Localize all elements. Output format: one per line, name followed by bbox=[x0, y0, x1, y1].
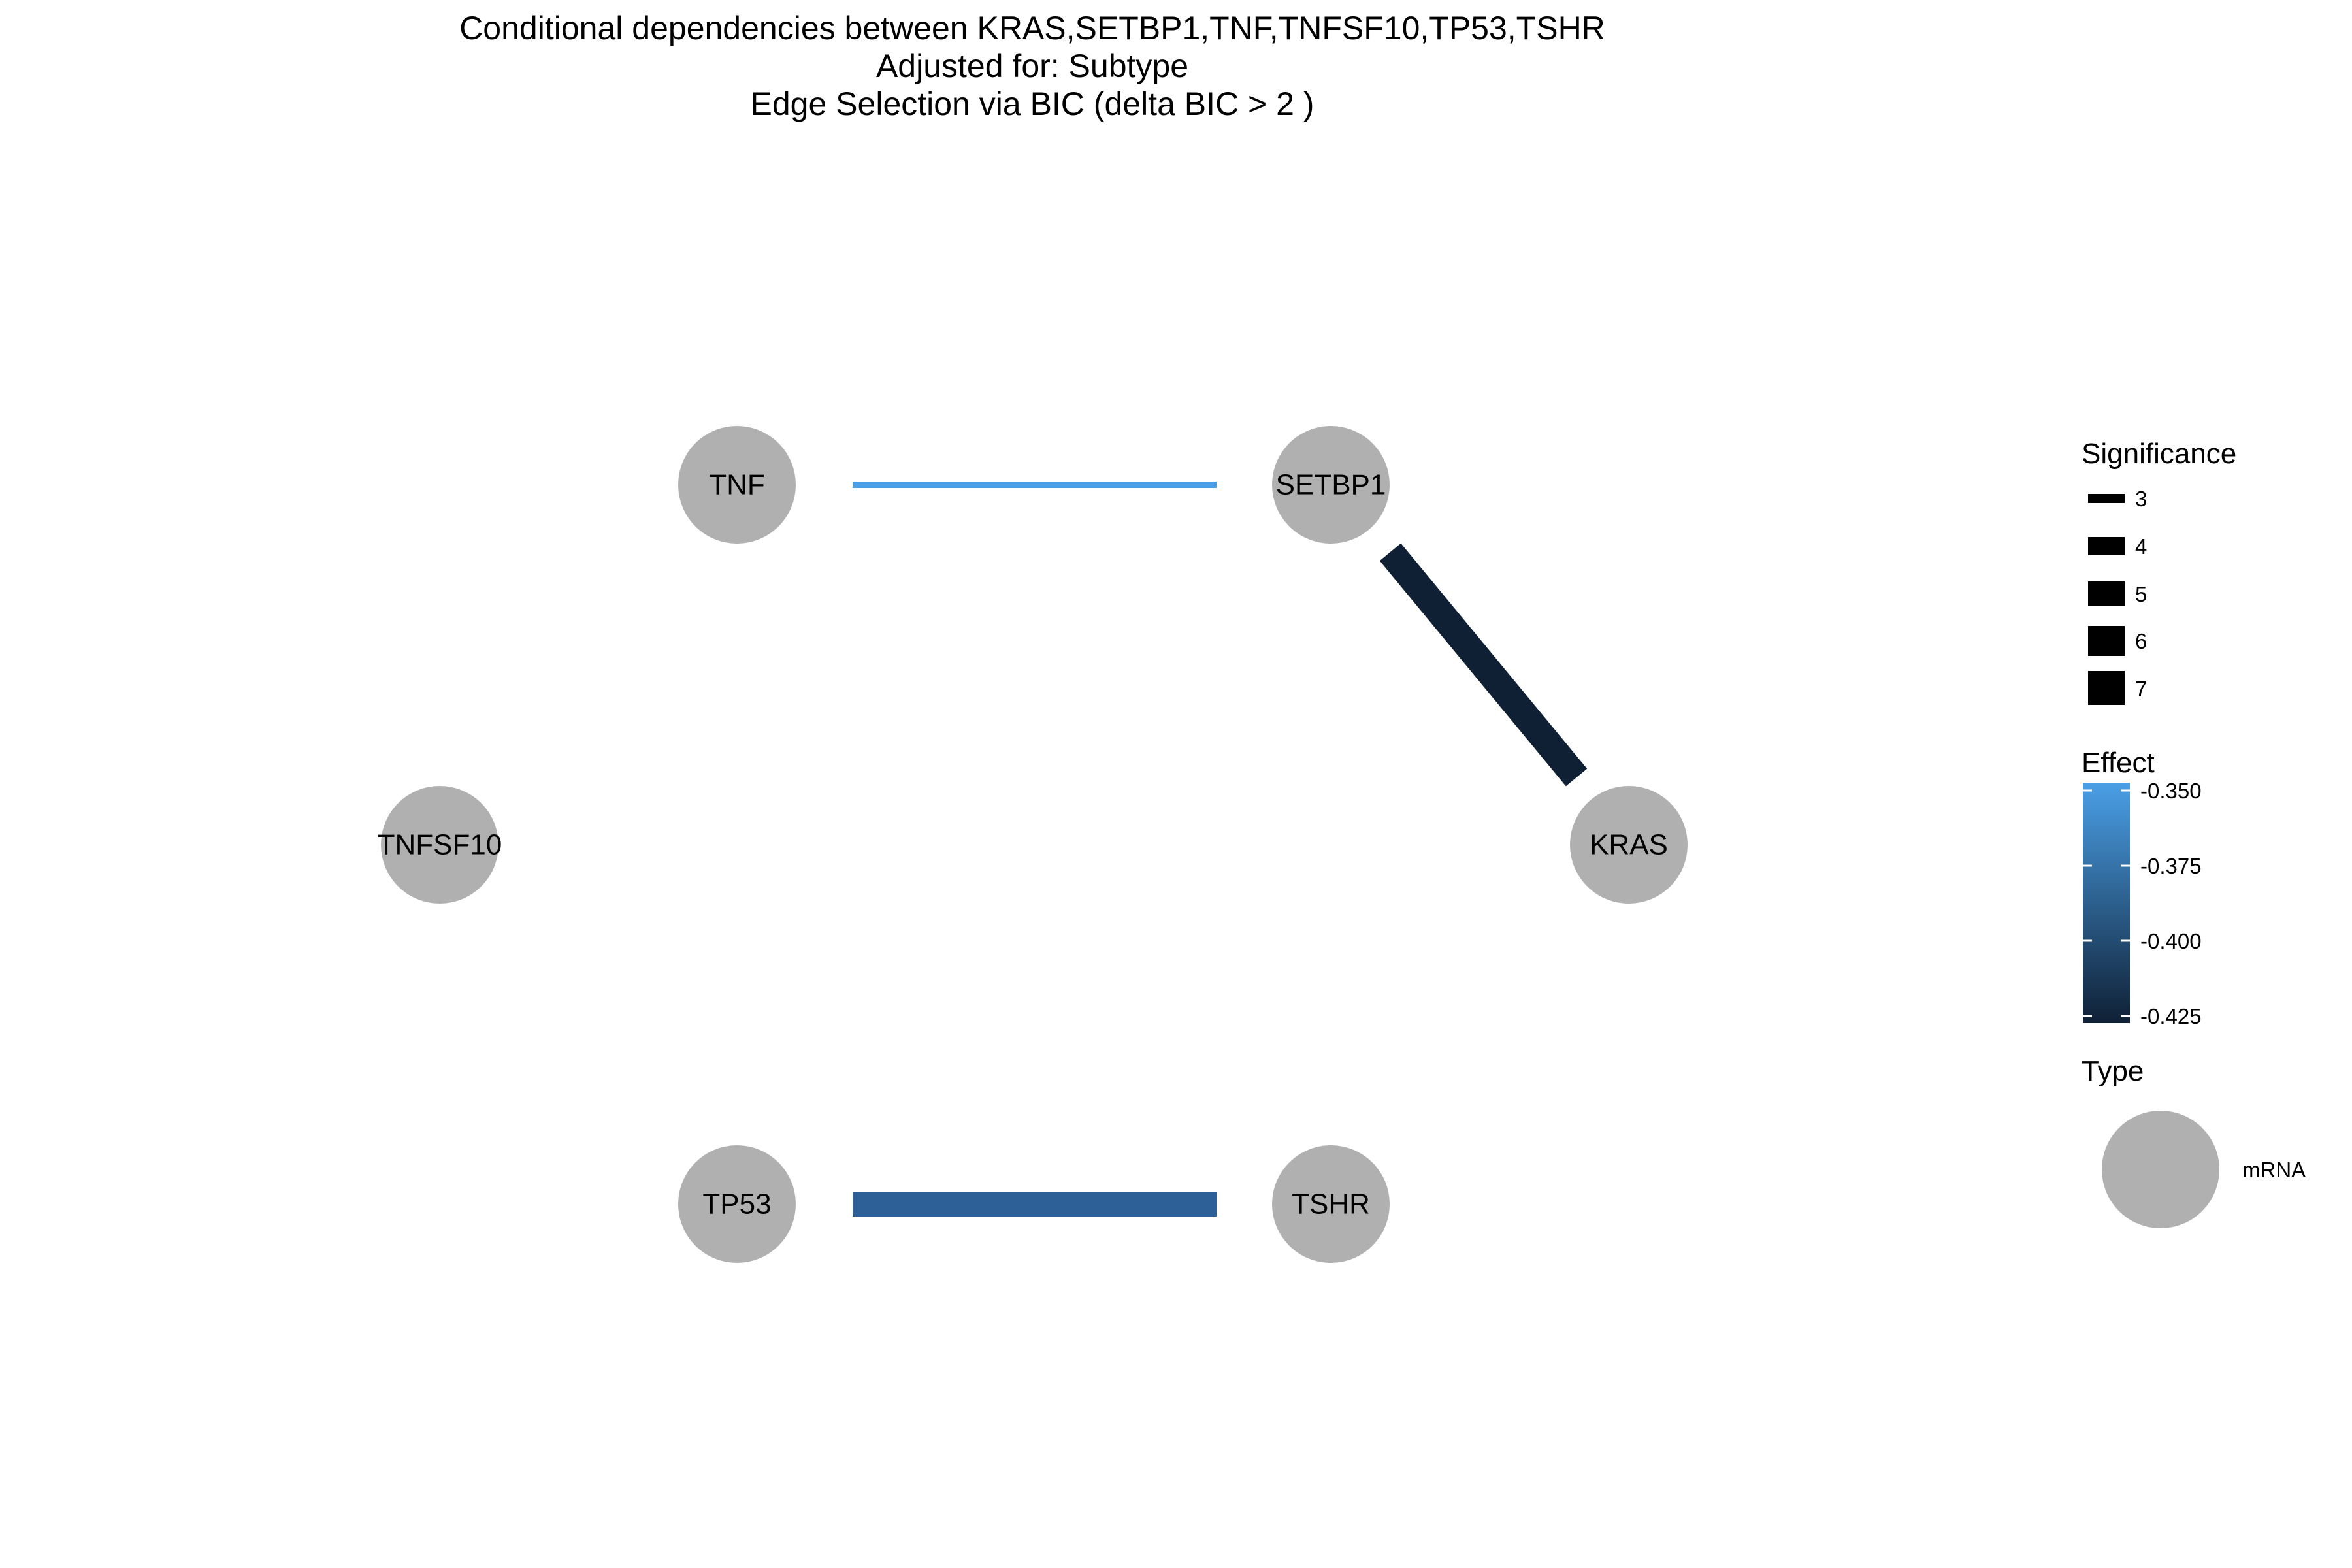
legend-effect-colorbar bbox=[2083, 783, 2130, 1023]
node-label-tnf: TNF bbox=[709, 469, 765, 501]
legend-significance: Significance 3 4 5 6 7 bbox=[2082, 438, 2236, 705]
legend-effect-label-4: -0.425 bbox=[2140, 1004, 2202, 1028]
legend-effect-label-1: -0.350 bbox=[2140, 779, 2202, 803]
node-circle-tnfsf10 bbox=[381, 786, 498, 904]
edges bbox=[853, 482, 1588, 1217]
legend-effect: Effect -0.350 -0.375 -0.400 -0.425 bbox=[2082, 747, 2202, 1028]
node-label-tshr: TSHR bbox=[1292, 1188, 1370, 1220]
node-circle-kras bbox=[1570, 786, 1688, 904]
title-line-1: Conditional dependencies between KRAS,SE… bbox=[459, 10, 1605, 46]
legend-effect-label-3: -0.400 bbox=[2140, 929, 2202, 953]
node-circle-setbp1 bbox=[1272, 426, 1390, 544]
legend-effect-label-2: -0.375 bbox=[2140, 854, 2202, 878]
legend-significance-label-4: 4 bbox=[2135, 534, 2147, 559]
legend-significance-label-7: 7 bbox=[2135, 677, 2147, 701]
edge-setbp1-kras bbox=[1379, 543, 1588, 787]
legend-type-label-mrna: mRNA bbox=[2242, 1158, 2306, 1182]
node-circle-tshr bbox=[1272, 1145, 1390, 1263]
diagram-title: Conditional dependencies between KRAS,SE… bbox=[459, 10, 1605, 122]
legend-significance-key-3 bbox=[2088, 494, 2125, 503]
node-kras: KRAS bbox=[1570, 786, 1688, 904]
node-label-setbp1: SETBP1 bbox=[1276, 469, 1386, 501]
node-label-tnfsf10: TNFSF10 bbox=[378, 829, 502, 861]
node-tnfsf10: TNFSF10 bbox=[378, 786, 502, 904]
legend-type-key-mrna bbox=[2102, 1111, 2219, 1228]
node-tp53: TP53 bbox=[678, 1145, 796, 1263]
legend-type-title: Type bbox=[2082, 1055, 2144, 1087]
legend-significance-key-4 bbox=[2088, 537, 2125, 555]
legend-significance-label-5: 5 bbox=[2135, 582, 2147, 606]
legend-effect-title: Effect bbox=[2082, 747, 2155, 779]
node-tshr: TSHR bbox=[1272, 1145, 1390, 1263]
node-tnf: TNF bbox=[678, 426, 796, 544]
node-label-tp53: TP53 bbox=[702, 1188, 771, 1220]
node-setbp1: SETBP1 bbox=[1272, 426, 1390, 544]
legend-significance-label-3: 3 bbox=[2135, 487, 2147, 511]
legend-significance-key-7 bbox=[2088, 671, 2125, 705]
legend-type: Type mRNA bbox=[2082, 1055, 2306, 1228]
title-line-2: Adjusted for: Subtype bbox=[876, 48, 1188, 84]
title-line-3: Edge Selection via BIC (delta BIC > 2 ) bbox=[751, 86, 1315, 122]
nodes: TNF SETBP1 TNFSF10 KRAS TP53 TSHR bbox=[378, 426, 1688, 1263]
legend-significance-title: Significance bbox=[2082, 438, 2236, 470]
node-circle-tp53 bbox=[678, 1145, 796, 1263]
legend-significance-label-6: 6 bbox=[2135, 629, 2147, 653]
node-label-kras: KRAS bbox=[1590, 829, 1668, 861]
node-circle-tnf bbox=[678, 426, 796, 544]
legend-significance-key-6 bbox=[2088, 626, 2125, 656]
legend-significance-key-5 bbox=[2088, 581, 2125, 606]
